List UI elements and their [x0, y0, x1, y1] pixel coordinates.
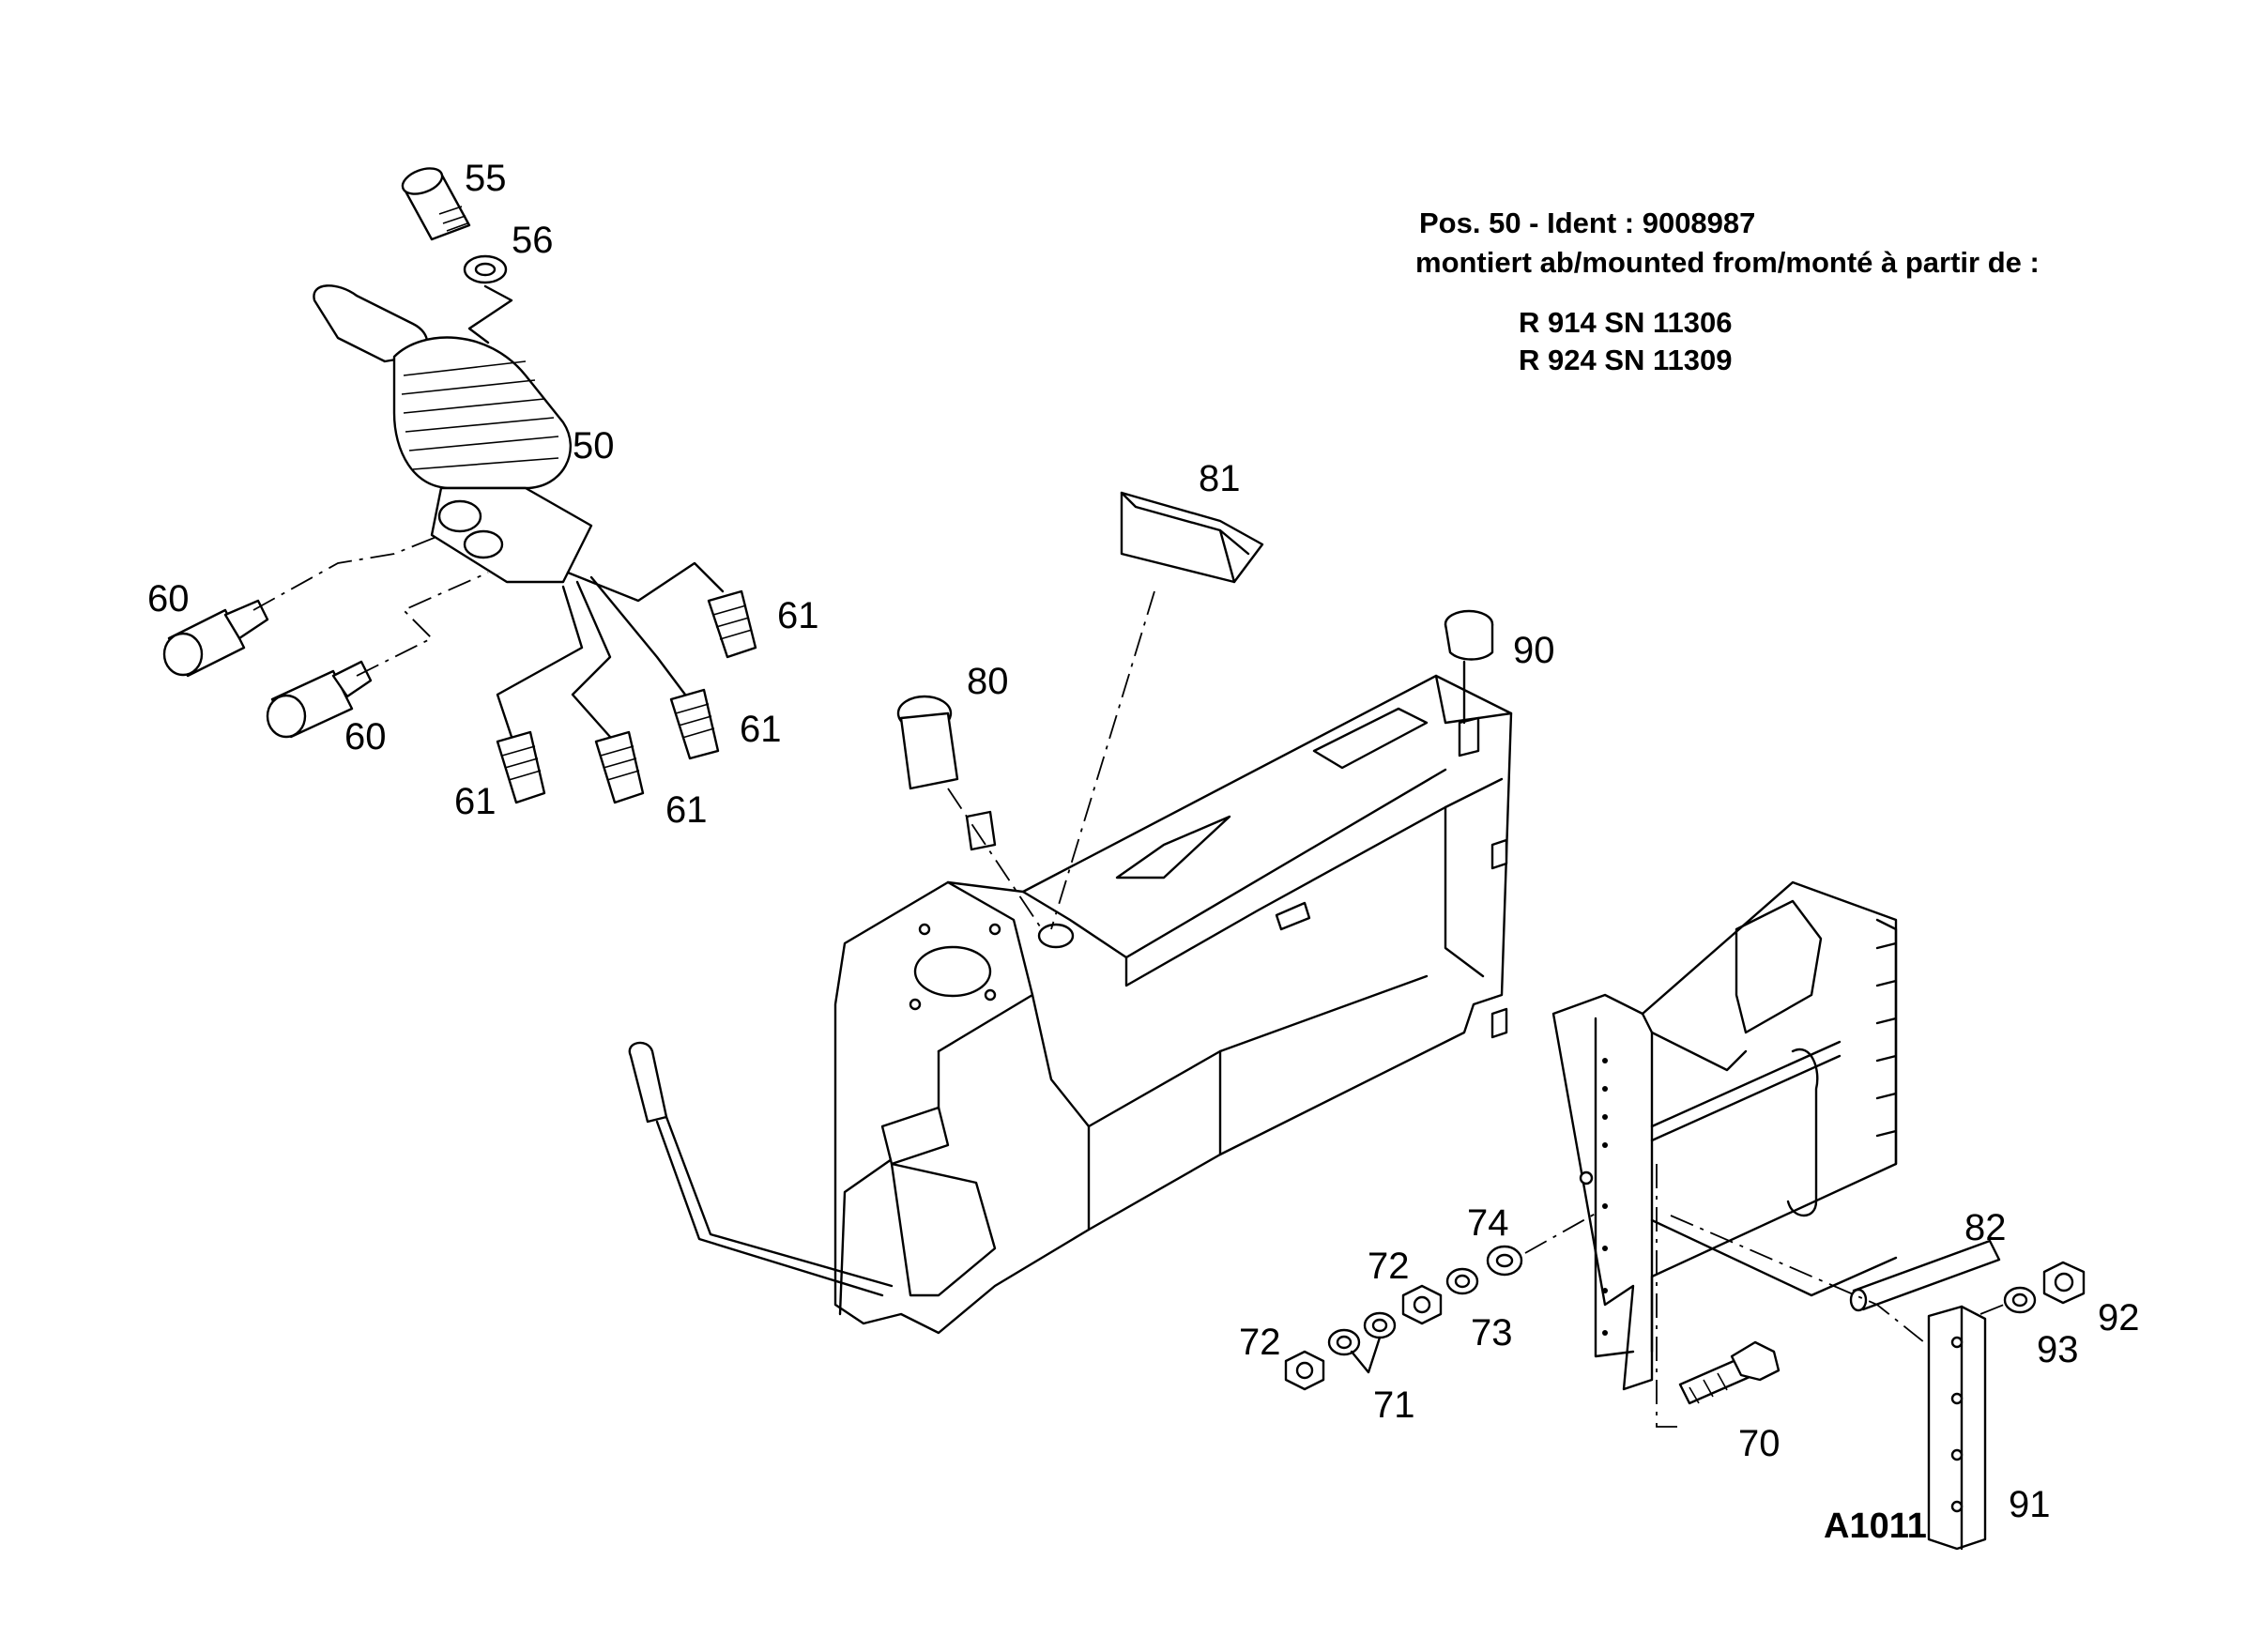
pushbutton-80 — [896, 695, 997, 851]
leader-82 — [1670, 1215, 1925, 1343]
callout-50: 50 — [573, 425, 615, 467]
joystick-50 — [313, 284, 593, 584]
screw-55 — [401, 167, 471, 241]
callout-82: 82 — [1964, 1207, 2007, 1248]
leader-74 — [1524, 1210, 1601, 1254]
nut-92 — [2042, 1261, 2086, 1305]
control-lever — [628, 1041, 894, 1297]
note-serial-r924: R 924 SN 11309 — [1519, 344, 1733, 376]
callout-61-d: 61 — [665, 789, 708, 831]
valve-60-right — [266, 660, 373, 739]
callout-61-a: 61 — [777, 595, 819, 636]
nut-72-b — [1401, 1284, 1443, 1325]
leader-61b — [589, 575, 687, 696]
leader-71 — [1350, 1336, 1382, 1374]
bolt-70 — [1678, 1340, 1781, 1405]
console-housing — [833, 674, 1513, 1335]
cap-90 — [1444, 609, 1494, 661]
cover-81 — [1120, 491, 1264, 584]
leader-61d — [571, 580, 612, 739]
drawing-id: A1011 — [1824, 1507, 1927, 1546]
callout-72-lower: 72 — [1239, 1322, 1281, 1363]
leader-61c — [496, 585, 584, 739]
callout-74: 74 — [1467, 1202, 1509, 1244]
callout-71: 71 — [1373, 1384, 1415, 1426]
fitting-61-b — [669, 688, 720, 760]
nut-72-a — [1284, 1350, 1325, 1391]
washer-56 — [463, 254, 508, 284]
washer-73 — [1445, 1267, 1479, 1295]
note-mounted-from: montiert ab/mounted from/monté à partir … — [1415, 246, 2040, 279]
note-ident-line: Pos. 50 - Ident : 9008987 — [1419, 206, 1756, 239]
valve-60-left — [162, 599, 269, 678]
leader-80 — [947, 788, 1043, 930]
callout-61-c: 61 — [454, 781, 497, 822]
plate-91 — [1927, 1305, 1987, 1551]
leader-93 — [1979, 1304, 2005, 1315]
callout-90: 90 — [1513, 630, 1555, 671]
fitting-61-d — [594, 730, 645, 804]
callout-92: 92 — [2098, 1297, 2140, 1338]
leader-70 — [1656, 1164, 1680, 1428]
pin-82 — [1849, 1239, 2001, 1312]
callout-60-right: 60 — [344, 716, 387, 757]
callout-73: 73 — [1471, 1312, 1513, 1354]
fitting-61-a — [707, 589, 757, 659]
washer-74 — [1486, 1245, 1523, 1277]
callout-93: 93 — [2037, 1329, 2079, 1370]
leader-61a — [566, 561, 725, 603]
note-serial-r914: R 914 SN 11306 — [1519, 306, 1733, 339]
leader-60b — [356, 572, 489, 677]
callout-55: 55 — [465, 158, 507, 199]
callout-80: 80 — [967, 661, 1009, 702]
leader-60a — [252, 534, 442, 611]
bracket-box — [1551, 880, 1898, 1391]
callout-60-left: 60 — [147, 578, 190, 620]
leader-56 — [467, 284, 513, 344]
callout-56: 56 — [512, 220, 554, 261]
callout-91: 91 — [2009, 1484, 2051, 1525]
callout-81: 81 — [1199, 458, 1241, 499]
washer-71-b — [1363, 1311, 1397, 1339]
callout-61-b: 61 — [740, 709, 782, 750]
callout-72-upper: 72 — [1368, 1246, 1410, 1287]
callout-70: 70 — [1738, 1423, 1781, 1464]
leader-81 — [1050, 590, 1155, 930]
washer-71-a — [1327, 1328, 1361, 1356]
washer-93 — [2003, 1286, 2037, 1314]
fitting-61-c — [496, 730, 546, 804]
